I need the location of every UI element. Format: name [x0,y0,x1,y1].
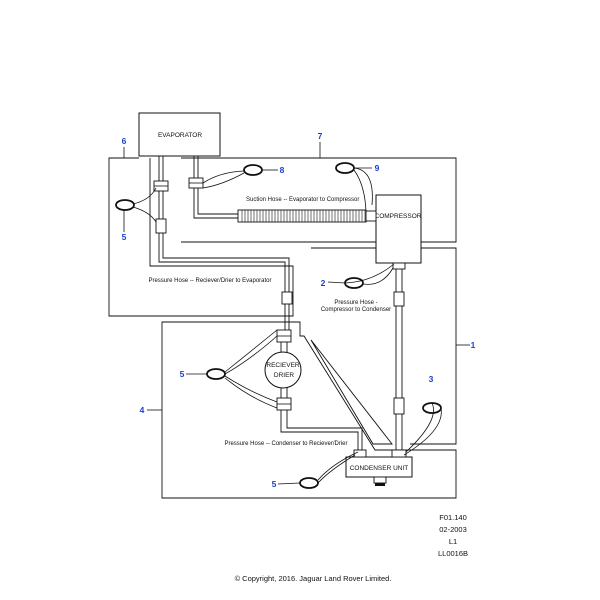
reference-line-2: 02-2003 [439,525,467,534]
group-frame-1 [310,247,457,445]
fitting-receiver-top [281,291,293,305]
callout-9: 9 [375,163,380,173]
o-ring-5-left [115,199,135,211]
fitting-compressor-outlet [392,262,406,270]
callout-8: 8 [280,165,285,175]
condenser-outlet [373,476,387,484]
callout-5-bottom: 5 [272,479,277,489]
condenser-label: CONDENSER UNIT [350,465,409,472]
reference-line-1: F01.140 [439,513,467,522]
evaporator-label: EVAPORATOR [158,132,202,139]
condenser-outlet-cap [375,483,385,486]
receiver-drier-label-1: RECIEVER [266,362,300,369]
copyright-notice: © Copyright, 2016. Jaguar Land Rover Lim… [235,574,392,583]
fitting-compressor-hose-upper [393,291,405,307]
reference-line-4: LL0016B [438,549,468,558]
receiver-drier-label-2: DRIER [274,372,295,379]
o-ring-leaders [132,167,442,484]
callout-5-left: 5 [122,232,127,242]
callout-4: 4 [140,405,145,415]
compressor-box [375,194,422,264]
o-ring-8 [243,164,263,176]
group-frame-6 [108,157,294,317]
fitting-condenser-outlet-top [353,449,367,458]
group-frame-7 [181,157,457,243]
fitting-suction-compressor [365,210,377,222]
hose-suction [193,156,240,219]
compressor-label: COMPRESSOR [375,213,422,220]
callout-5-center: 5 [180,369,185,379]
callout-1: 1 [471,340,476,350]
callout-leaders [123,142,470,485]
receiver-evaporator-label: Pressure Hose -- Reciever/Drier to Evapo… [148,278,271,284]
compressor-condenser-label-1: Pressure Hose - [334,300,377,306]
condenser-receiver-label: Pressure Hose -- Condenser to Reciever/D… [224,441,347,447]
o-ring-5-bottom [299,477,319,489]
fitting-evap-pressure-lower [155,218,167,234]
group-frame-4 [161,321,457,499]
reference-line-3: L1 [449,537,457,546]
o-ring-3 [422,402,442,414]
suction-hose-label: Suction Hose -- Evaporator to Compressor [246,197,359,203]
callout-7: 7 [318,131,323,141]
fitting-condenser-inlet [391,449,407,458]
compressor-condenser-label-2: Compressor to Condenser [321,307,391,313]
fitting-compressor-hose-lower [393,397,405,415]
hose-compressor-to-condenser [395,263,403,452]
callout-3: 3 [429,374,434,384]
callout-6: 6 [122,136,127,146]
callout-2: 2 [321,278,326,288]
suction-hose-ribs [241,210,366,222]
o-ring-5-center [206,368,226,380]
o-ring-9 [335,162,355,174]
evaporator-box [138,112,221,157]
receiver-drier [264,351,302,389]
